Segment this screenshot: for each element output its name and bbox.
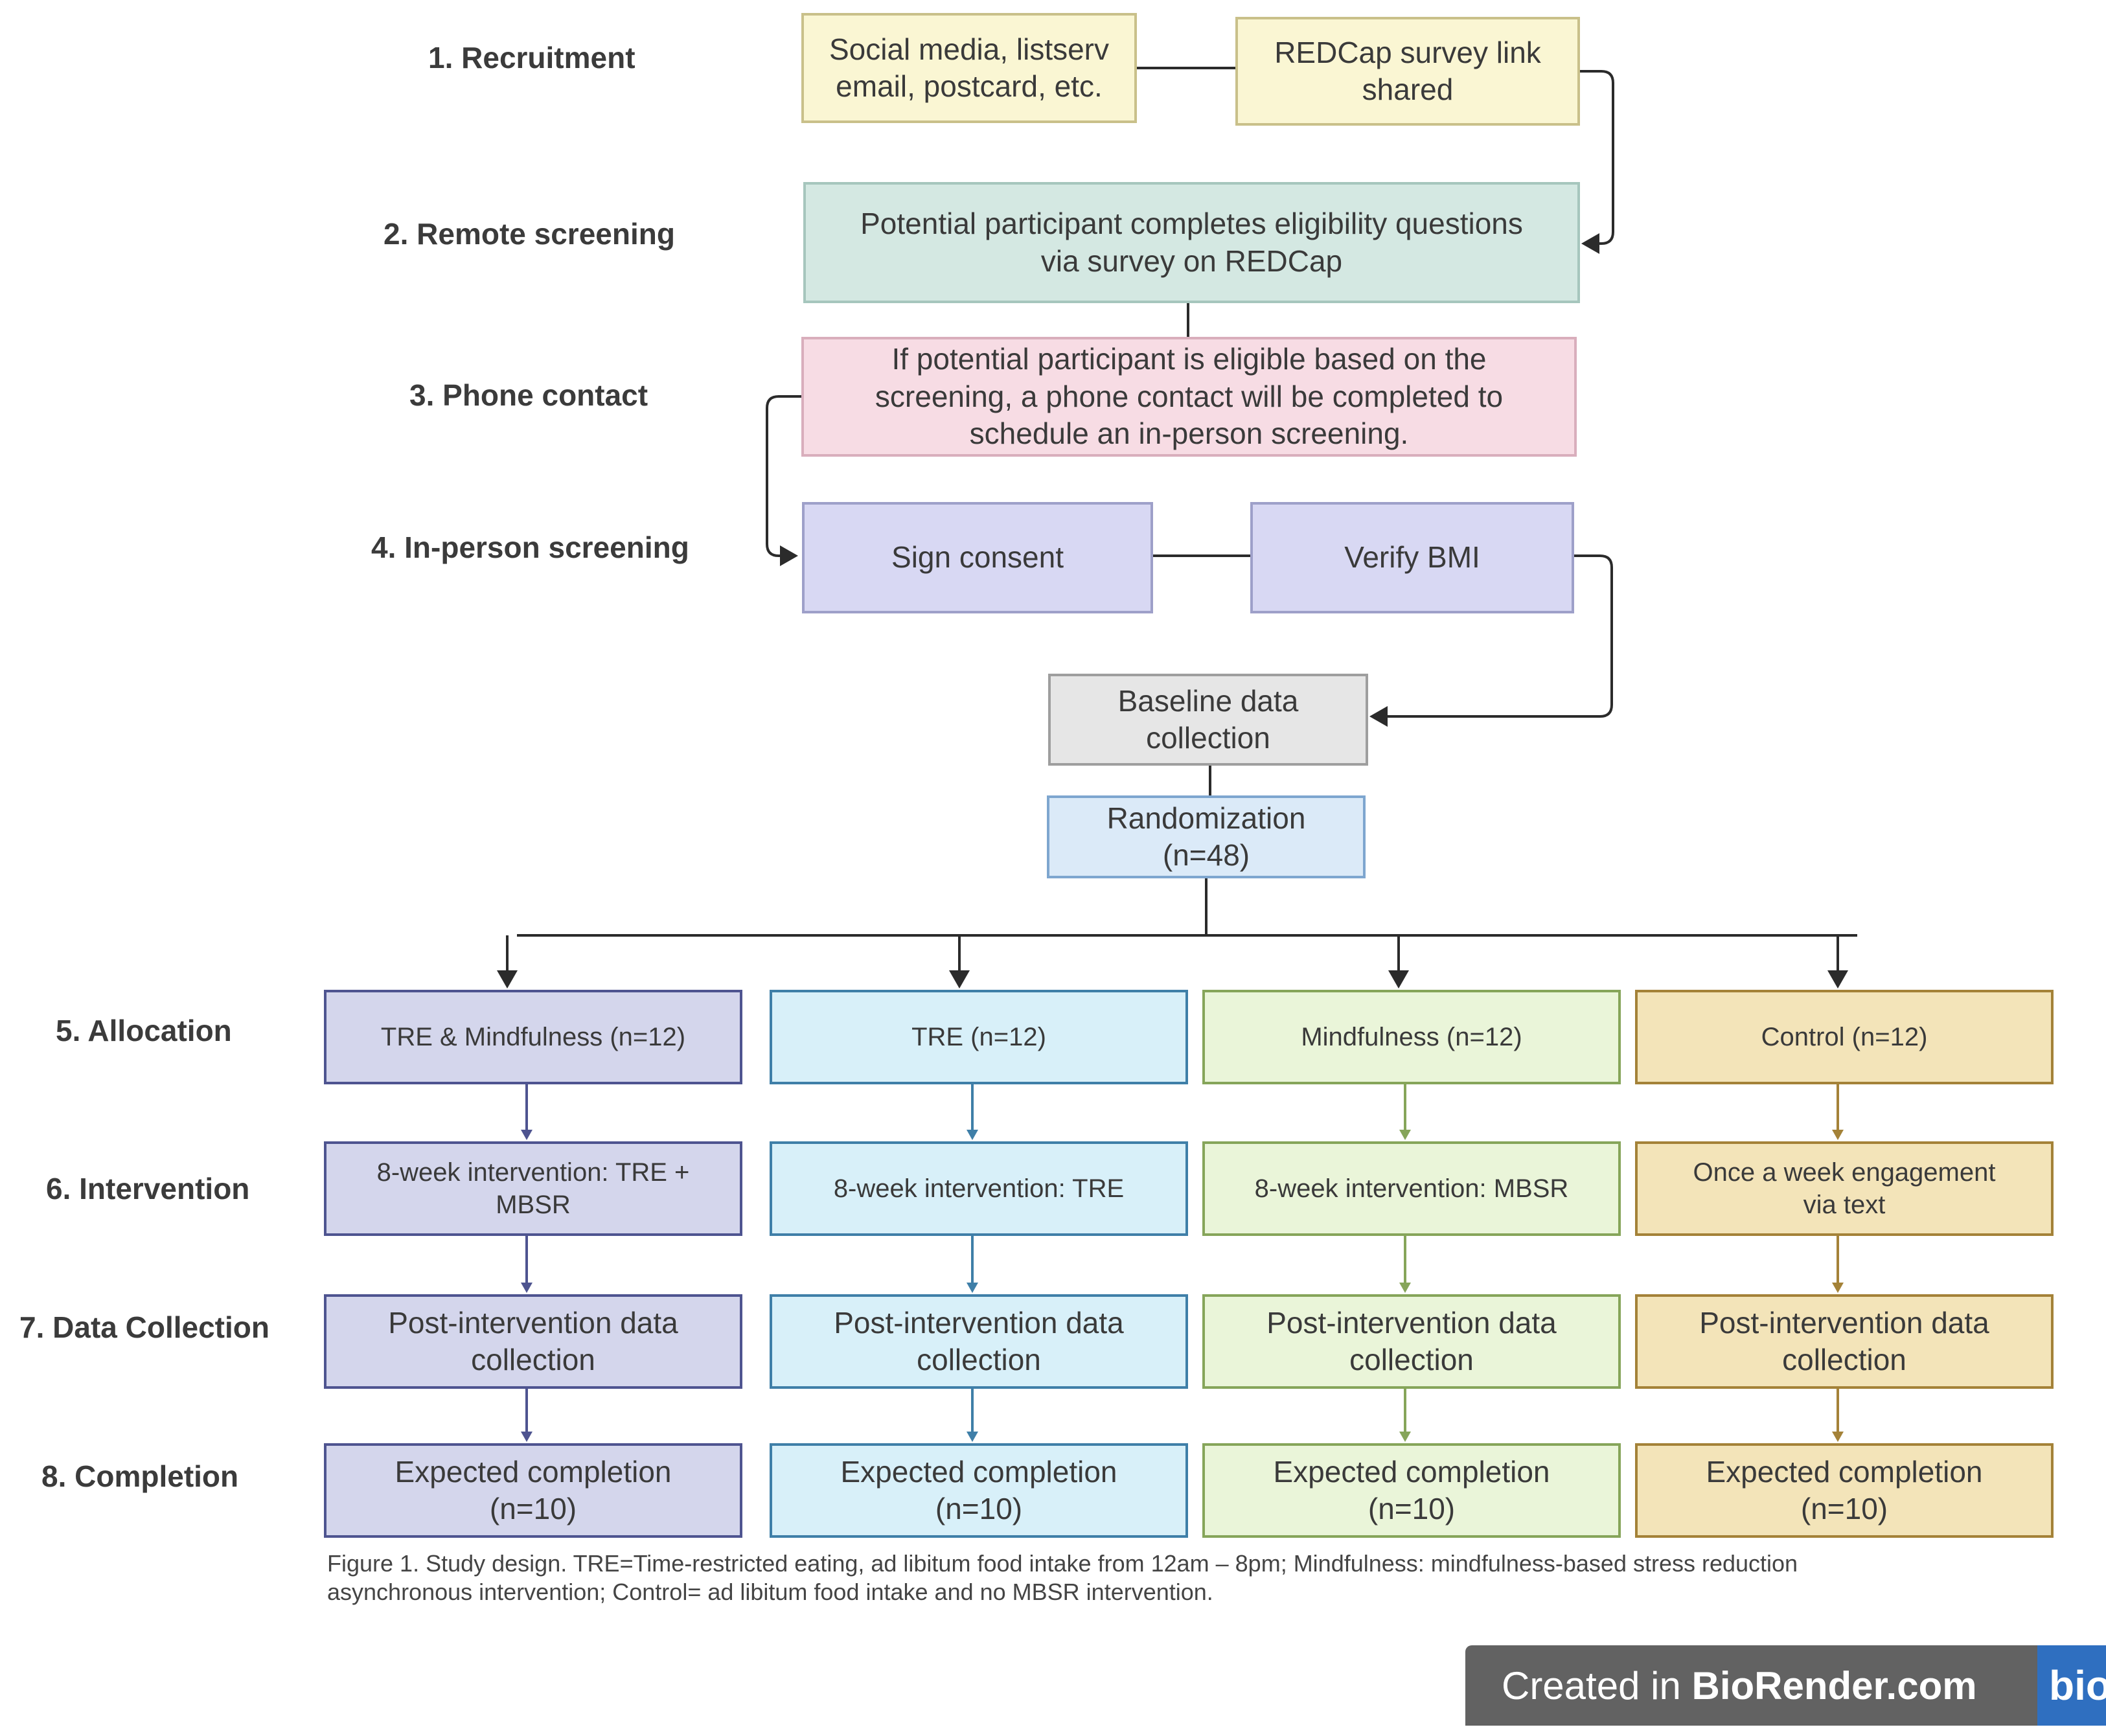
tre-intervention-box: 8-week intervention: TRE (770, 1141, 1188, 1236)
box-line: Post-intervention data (1699, 1305, 1989, 1340)
arrowhead-icon (1399, 1283, 1411, 1293)
biorender-logo: bio (2037, 1645, 2106, 1726)
tre-mindfulness-completion-box: Expected completion(n=10) (324, 1443, 742, 1538)
step-label-phone-contact: 3. Phone contact (409, 378, 648, 412)
biorender-badge: Created in BioRender.com bio (1465, 1645, 2106, 1726)
control-completion-box: Expected completion(n=10) (1635, 1443, 2054, 1538)
box-line: Social media, listserv (829, 32, 1110, 66)
box-line: schedule an in-person screening. (969, 417, 1409, 451)
tre-allocation-box: TRE (n=12) (770, 990, 1188, 1084)
box-line: If potential participant is eligible bas… (891, 342, 1487, 376)
arrowhead-icon (1399, 1432, 1411, 1442)
arrowhead-icon (1832, 1283, 1844, 1293)
box-line: 8-week intervention: TRE + (376, 1158, 690, 1187)
phone-contact-box: If potential participant is eligible bas… (801, 337, 1577, 457)
caption-line: Figure 1. Study design. TRE=Time-restric… (327, 1550, 1798, 1577)
sign-consent-box: Sign consent (802, 502, 1153, 613)
box-line: TRE (n=12) (911, 1023, 1046, 1051)
arrowhead-icon (521, 1432, 532, 1442)
box-line: (n=10) (935, 1492, 1023, 1525)
box-line: 8-week intervention: MBSR (1254, 1174, 1569, 1203)
mindfulness-completion-box: Expected completion(n=10) (1202, 1443, 1621, 1538)
box-line: screening, a phone contact will be compl… (875, 379, 1504, 413)
box-line: Post-intervention data (1266, 1305, 1557, 1340)
box-line: MBSR (496, 1191, 571, 1219)
tre-mindfulness-allocation-box: TRE & Mindfulness (n=12) (324, 990, 742, 1084)
step-label-data-collection: 7. Data Collection (19, 1310, 269, 1344)
arrowhead-icon (967, 1130, 978, 1140)
figure-caption: Figure 1. Study design. TRE=Time-restric… (327, 1549, 1986, 1606)
step-label-recruitment: 1. Recruitment (428, 41, 635, 74)
arrowhead-icon (1399, 1130, 1411, 1140)
step-label-completion: 8. Completion (41, 1459, 239, 1493)
step-label-allocation: 5. Allocation (56, 1014, 232, 1047)
box-line: Expected completion (395, 1454, 672, 1489)
box-line: email, postcard, etc. (836, 69, 1103, 103)
step-label-intervention: 6. Intervention (46, 1172, 250, 1205)
verify-bmi-box: Verify BMI (1250, 502, 1574, 613)
step-label-remote-screening: 2. Remote screening (383, 217, 675, 251)
box-line: Post-intervention data (834, 1305, 1124, 1340)
box-line: Baseline data (1117, 683, 1299, 718)
box-line: TRE & Mindfulness (n=12) (380, 1023, 686, 1051)
redcap-link-box: REDCap survey link shared (1235, 17, 1580, 126)
box-line: Control (n=12) (1761, 1023, 1928, 1051)
box-line: collection (1146, 721, 1270, 755)
box-line: collection (1782, 1343, 1906, 1376)
box-line: Expected completion (1706, 1454, 1983, 1489)
randomization-box: Randomization(n=48) (1047, 795, 1366, 878)
tre-completion-box: Expected completion(n=10) (770, 1443, 1188, 1538)
arrowhead-icon (521, 1130, 532, 1140)
box-line: Verify BMI (1344, 540, 1480, 575)
badge-prefix: Created in (1502, 1663, 1692, 1707)
arrowhead-icon (1832, 1432, 1844, 1442)
caption-line: asynchronous intervention; Control= ad l… (327, 1579, 1213, 1605)
box-line: Expected completion (1273, 1454, 1550, 1489)
box-line: (n=10) (489, 1492, 577, 1525)
arrowhead-icon (967, 1283, 978, 1293)
connector-phone-consent (766, 395, 801, 566)
box-line: Once a week engagement (1693, 1158, 1996, 1187)
box-line: Potential participant completes eligibil… (860, 207, 1523, 240)
box-line: collection (1349, 1343, 1474, 1376)
box-line: Randomization (1106, 801, 1306, 835)
box-line: Post-intervention data (388, 1305, 678, 1340)
badge-brand: BioRender.com (1691, 1663, 1977, 1707)
mindfulness-intervention-box: 8-week intervention: MBSR (1202, 1141, 1621, 1236)
eligibility-survey-box: Potential participant completes eligibil… (803, 182, 1580, 303)
box-line: (n=48) (1162, 838, 1250, 872)
box-line: Expected completion (840, 1454, 1117, 1489)
box-line: (n=10) (1368, 1492, 1456, 1525)
control-intervention-box: Once a week engagement via text (1635, 1141, 2054, 1236)
mindfulness-allocation-box: Mindfulness (n=12) (1202, 990, 1621, 1084)
box-line: collection (471, 1343, 595, 1376)
connector-redcap-eligibility (1580, 70, 1614, 254)
box-line: collection (917, 1343, 1041, 1376)
box-line: REDCap survey link (1274, 35, 1541, 69)
arrowhead-icon (521, 1283, 532, 1293)
arrowhead-icon (1832, 1130, 1844, 1140)
tre-mindfulness-intervention-box: 8-week intervention: TRE + MBSR (324, 1141, 742, 1236)
box-line: shared (1362, 73, 1454, 106)
box-line: 8-week intervention: TRE (833, 1174, 1125, 1203)
box-line: via text (1803, 1191, 1886, 1219)
arrowhead-icon (967, 1432, 978, 1442)
connector-bmi-baseline (1369, 554, 1613, 727)
step-label-in-person-screening: 4. In-person screening (371, 531, 689, 564)
box-line: via survey on REDCap (1040, 244, 1343, 278)
control-allocation-box: Control (n=12) (1635, 990, 2054, 1084)
box-line: (n=10) (1800, 1492, 1888, 1525)
box-line: Sign consent (891, 540, 1064, 575)
box-line: Mindfulness (n=12) (1301, 1023, 1522, 1051)
